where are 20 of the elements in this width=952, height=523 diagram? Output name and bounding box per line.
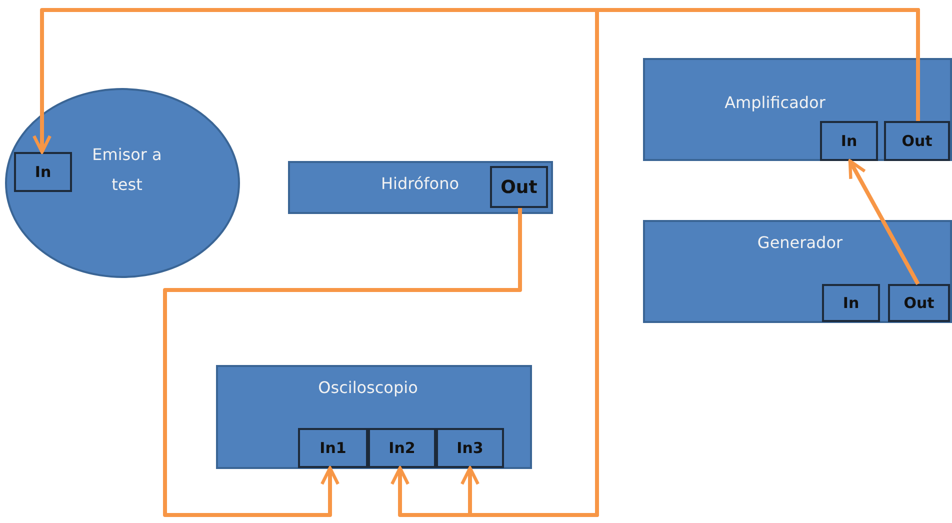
port-box: Out <box>490 166 548 208</box>
device-label: Amplificador <box>724 92 826 114</box>
port-box: In2 <box>368 428 436 468</box>
device-box <box>288 161 553 214</box>
device-box <box>643 220 952 323</box>
port-box: Out <box>888 284 950 322</box>
device-label: Osciloscopio <box>317 377 419 399</box>
connector-arrow <box>163 208 522 517</box>
device-label: Emisor a test <box>91 144 163 196</box>
device-label: Generador <box>756 232 844 254</box>
port-box: In1 <box>298 428 368 468</box>
port-box: In <box>822 284 880 322</box>
device-label: Hidrófono <box>380 173 460 195</box>
device-box <box>643 58 952 161</box>
port-box: In <box>820 121 878 161</box>
connector-arrow <box>848 159 920 285</box>
device-box <box>216 365 532 469</box>
port-box: In3 <box>436 428 504 468</box>
port-box: Out <box>884 121 950 161</box>
port-box: In <box>14 152 72 192</box>
